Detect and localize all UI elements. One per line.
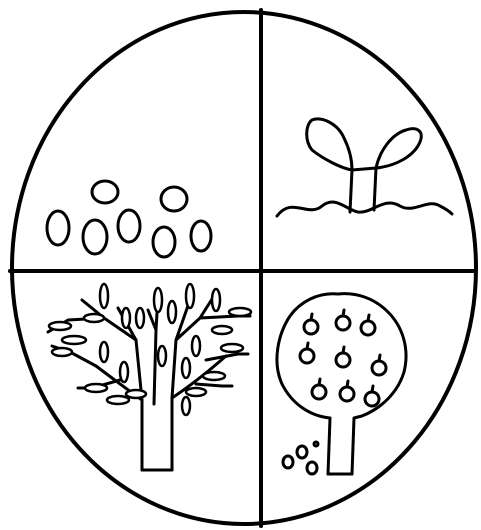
sprout-icon — [277, 119, 452, 216]
fruit-tree-icon — [277, 294, 406, 474]
leafy-tree-icon — [48, 284, 251, 470]
seeds-icon — [47, 181, 211, 257]
outer-circle — [12, 12, 476, 524]
